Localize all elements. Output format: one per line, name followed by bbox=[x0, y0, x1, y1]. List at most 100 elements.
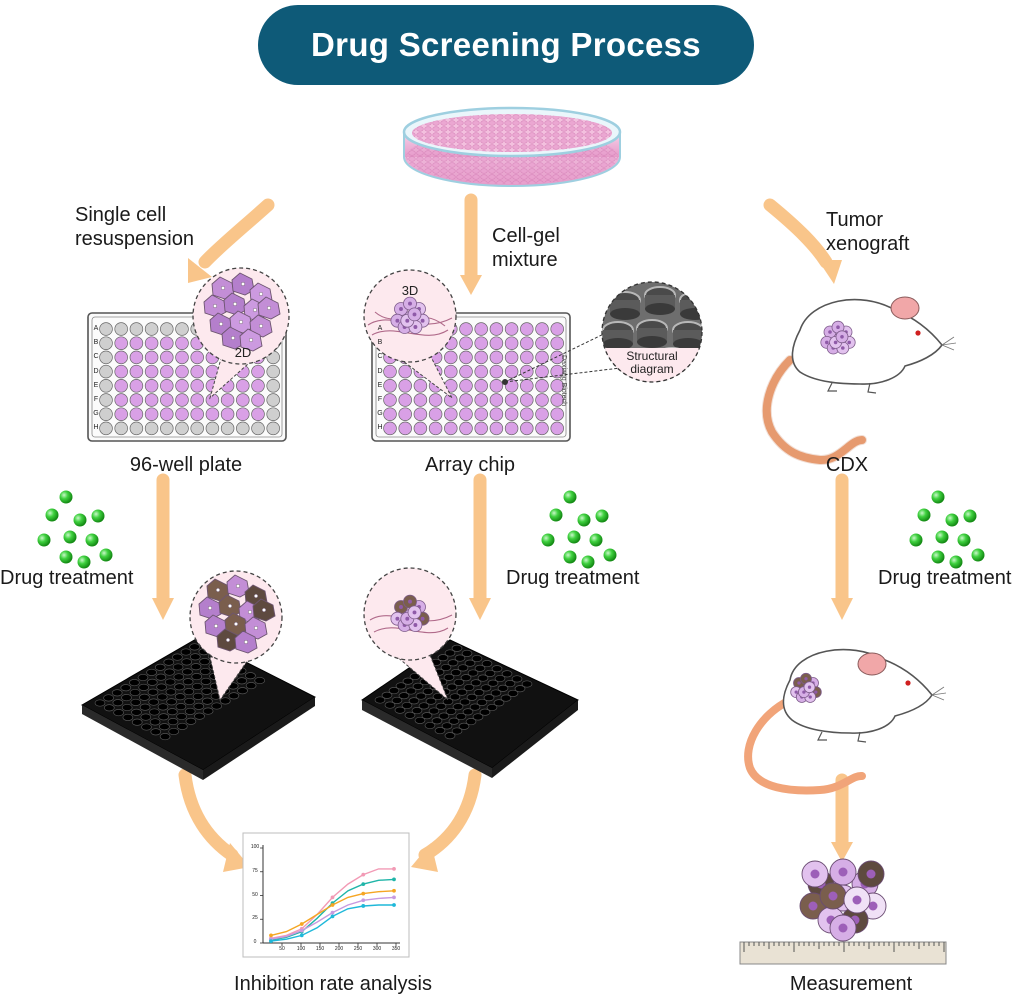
black-well bbox=[464, 659, 476, 667]
plate-row-label: G bbox=[377, 410, 383, 418]
chart-x-tick-label: 350 bbox=[391, 946, 401, 952]
black-well bbox=[494, 674, 506, 683]
chart-point bbox=[269, 939, 273, 943]
spheroid-nucleus bbox=[420, 318, 425, 323]
flow-arrows bbox=[156, 193, 849, 862]
black-well bbox=[500, 694, 512, 702]
black-well bbox=[458, 722, 470, 730]
spheroid-nucleus bbox=[794, 690, 798, 694]
black-well bbox=[412, 682, 424, 690]
black-well bbox=[141, 723, 152, 731]
drug-molecule bbox=[917, 508, 931, 522]
badge-2d: 2D bbox=[234, 345, 252, 360]
plate-well bbox=[160, 322, 174, 336]
chart-point bbox=[392, 867, 396, 871]
plate-well bbox=[489, 336, 504, 350]
black-well bbox=[435, 702, 447, 710]
cell-nucleus bbox=[227, 603, 233, 609]
drug-molecule bbox=[909, 533, 923, 547]
arrowhead-cdx-down bbox=[831, 598, 853, 620]
plate-well bbox=[114, 336, 128, 350]
black-well bbox=[185, 717, 197, 725]
spheroid-nucleus bbox=[841, 346, 845, 350]
drug-molecule bbox=[77, 555, 91, 569]
black-well bbox=[157, 703, 169, 711]
drug-molecule bbox=[931, 550, 945, 564]
black-well bbox=[456, 688, 468, 696]
plate-well bbox=[459, 322, 473, 336]
black-well bbox=[200, 677, 212, 685]
plate-well bbox=[504, 379, 519, 393]
plate-well bbox=[220, 407, 235, 421]
black-well bbox=[166, 698, 177, 706]
plate-well bbox=[550, 350, 564, 365]
cell-nucleus bbox=[207, 605, 213, 611]
spheroid-nucleus bbox=[420, 616, 425, 621]
spheroid-nucleus bbox=[847, 340, 851, 345]
spheroid-nucleus bbox=[413, 623, 418, 627]
black-well bbox=[172, 653, 183, 661]
plate-well bbox=[175, 421, 189, 436]
chart-y-tick-label: 75 bbox=[252, 867, 258, 874]
black-well bbox=[149, 708, 160, 716]
black-well bbox=[477, 674, 489, 682]
chart-y-tick-label: 0 bbox=[253, 939, 257, 945]
spheroid-nucleus bbox=[399, 605, 403, 609]
black-well bbox=[450, 669, 462, 677]
plate-well bbox=[114, 393, 128, 407]
black-well bbox=[381, 691, 393, 699]
black-well bbox=[228, 692, 240, 700]
plate-well bbox=[428, 421, 443, 436]
black-well bbox=[425, 697, 437, 705]
black-well bbox=[479, 708, 491, 716]
black-well bbox=[487, 679, 499, 687]
black-well bbox=[481, 660, 493, 668]
black-well bbox=[190, 663, 202, 671]
black-well bbox=[395, 682, 407, 690]
plate-well bbox=[504, 322, 519, 336]
plate-well bbox=[383, 407, 397, 421]
plate-well bbox=[474, 322, 488, 336]
arrowhead-right-chart bbox=[411, 843, 438, 872]
plate-well bbox=[190, 364, 204, 379]
plate-well bbox=[444, 407, 458, 421]
spheroid-nucleus bbox=[804, 677, 808, 681]
label-drug-treatment-right: Drug treatment bbox=[878, 567, 1012, 589]
black-well bbox=[465, 718, 477, 726]
plate-well bbox=[129, 336, 144, 350]
tumor-nucleus bbox=[828, 891, 838, 901]
plate-well bbox=[413, 393, 428, 407]
plate-well bbox=[489, 322, 504, 336]
black-well bbox=[391, 696, 403, 704]
plate-well bbox=[535, 393, 549, 407]
black-well bbox=[159, 733, 171, 741]
chart-x-tick-label: 100 bbox=[296, 946, 306, 952]
arrow-to-mouse bbox=[763, 198, 833, 269]
black-well bbox=[374, 696, 386, 704]
black-well bbox=[455, 712, 467, 721]
black-well bbox=[175, 703, 187, 711]
black-well bbox=[168, 727, 180, 736]
tumor-nucleus bbox=[838, 867, 848, 877]
callout-2d bbox=[192, 267, 290, 400]
plate-well bbox=[129, 322, 144, 336]
black-well bbox=[466, 693, 478, 701]
plate-well bbox=[99, 364, 113, 379]
plate-well bbox=[236, 393, 250, 407]
black-well bbox=[138, 683, 150, 691]
plate-well bbox=[504, 364, 519, 379]
drug-molecule bbox=[59, 550, 73, 564]
tumor-nucleus bbox=[852, 895, 862, 905]
label-single-cell: Single cell resuspension bbox=[75, 203, 194, 251]
plate-well bbox=[550, 407, 564, 421]
black-well bbox=[174, 683, 185, 691]
black-well bbox=[189, 653, 201, 661]
plate-row-label: H bbox=[93, 424, 99, 432]
black-well bbox=[511, 675, 523, 683]
cell-nucleus bbox=[247, 609, 253, 615]
drug-molecule bbox=[37, 533, 51, 547]
plate-well bbox=[489, 379, 504, 393]
plate-well bbox=[459, 379, 473, 393]
label-structural-line1: Structural bbox=[626, 349, 678, 363]
